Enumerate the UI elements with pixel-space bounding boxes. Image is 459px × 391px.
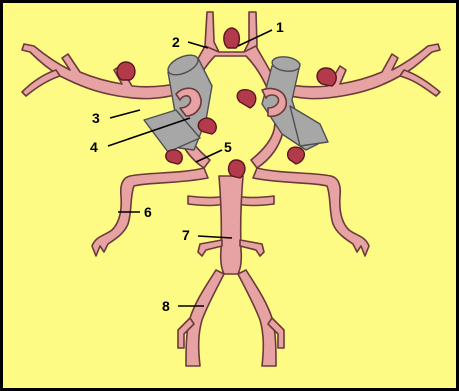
- callout-number-4: 4: [90, 139, 98, 155]
- callout-number-8: 8: [162, 298, 170, 314]
- callout-number-5: 5: [224, 139, 232, 155]
- callout-number-6: 6: [144, 204, 152, 220]
- callout-number-1: 1: [276, 19, 284, 35]
- basilar-artery: [219, 176, 243, 274]
- callout-number-3: 3: [92, 110, 100, 126]
- aneurysm-right-mca-branch: [317, 68, 336, 86]
- aneurysm-anterior-communicating: [224, 28, 240, 48]
- aneurysm-basilar-tip: [229, 160, 245, 178]
- aneurysm-left-mca-branch: [117, 62, 135, 80]
- callout-number-2: 2: [172, 34, 180, 50]
- callout-number-7: 7: [182, 227, 190, 243]
